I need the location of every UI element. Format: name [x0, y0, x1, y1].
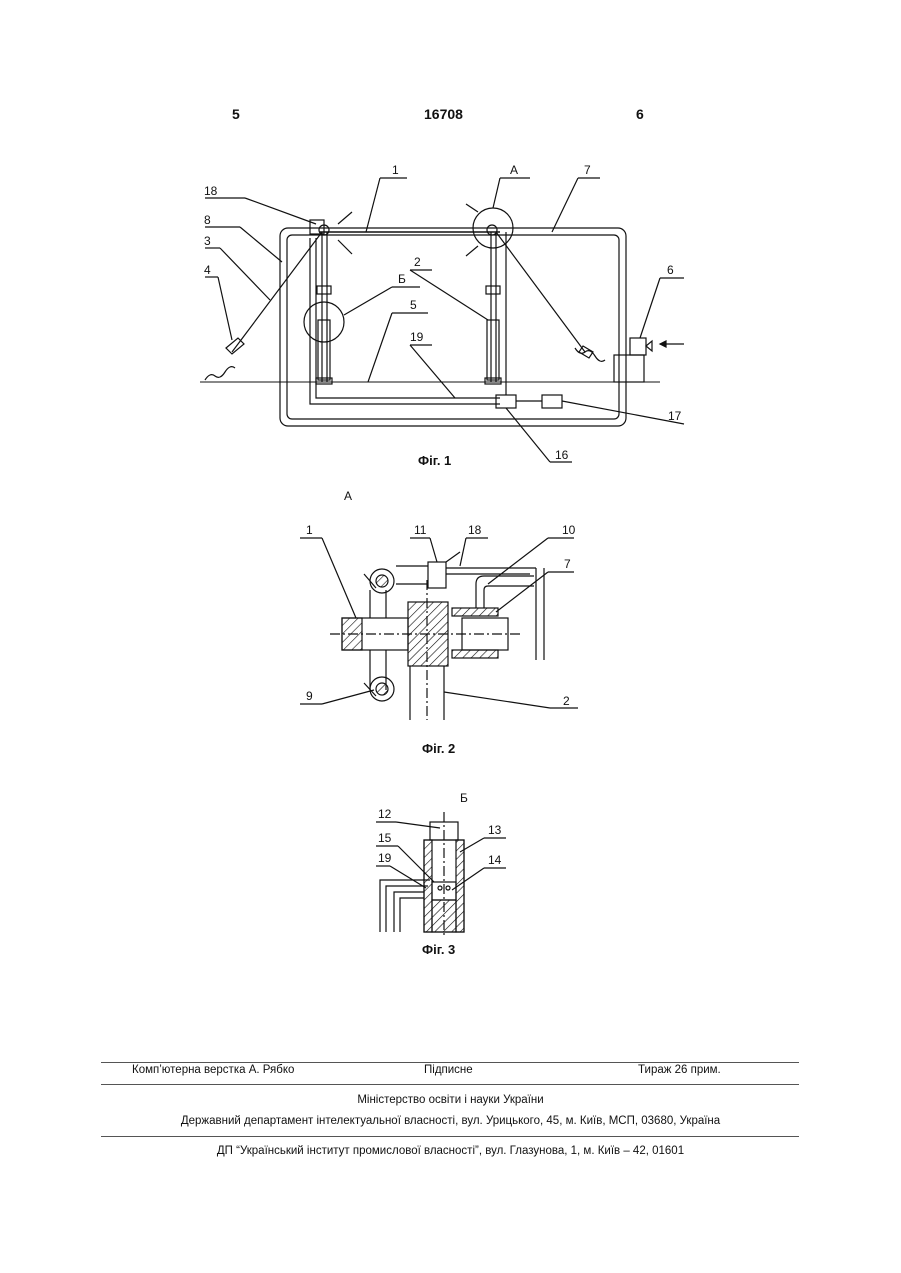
footer-signed: Підписне	[424, 1064, 473, 1076]
fig3-caption: Фіг. 3	[422, 942, 455, 957]
footer-ministry: Міністерство освіти і науки України	[0, 1094, 901, 1106]
footer-circulation: Тираж 26 прим.	[638, 1064, 721, 1076]
footer-rule-2	[101, 1084, 799, 1085]
footer-rule-1	[101, 1062, 799, 1063]
fig3-label-19: 19	[378, 851, 392, 865]
fig3-label-15: 15	[378, 831, 392, 845]
fig3-label-12: 12	[378, 807, 392, 821]
fig3-view-label: Б	[460, 791, 468, 805]
fig3-label-13: 13	[488, 823, 502, 837]
footer-rule-3	[101, 1136, 799, 1137]
fig3-label-14: 14	[488, 853, 502, 867]
footer-layout: Комп’ютерна верстка А. Рябко	[132, 1064, 294, 1076]
footer-department: Державний департамент інтелектуальної вл…	[0, 1115, 901, 1127]
footer-institute: ДП “Український інститут промислової вла…	[0, 1145, 901, 1157]
